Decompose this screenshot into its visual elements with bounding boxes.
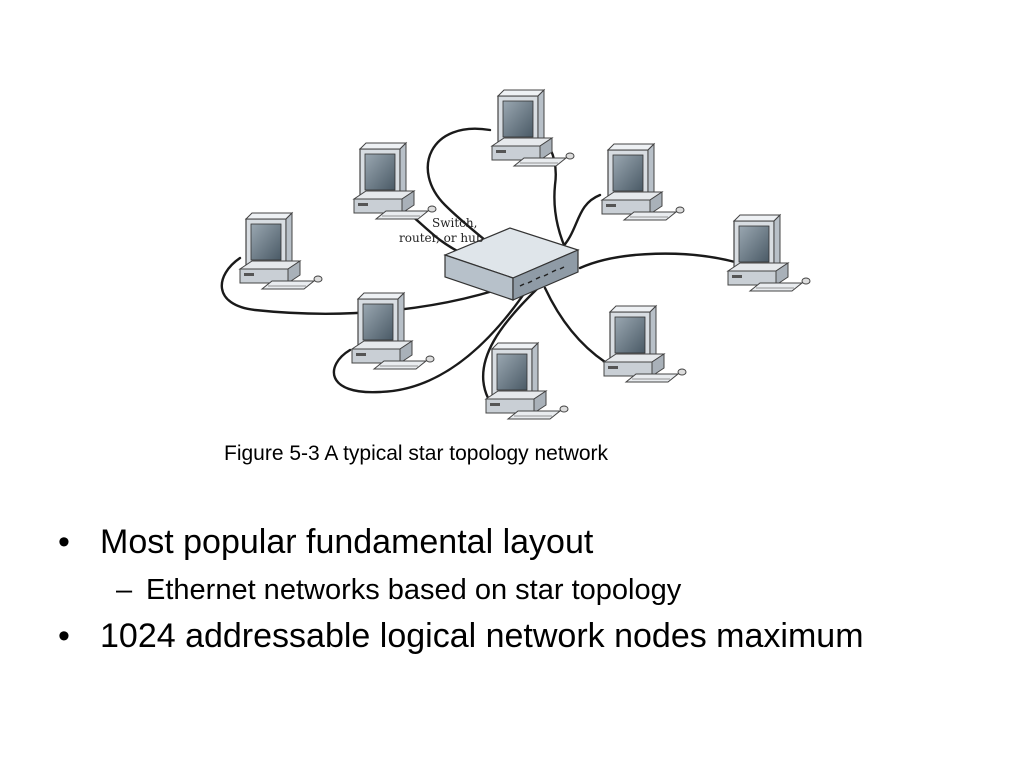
computer-icon [353,142,437,220]
sub-bullet-text: Ethernet networks based on star topology [146,574,682,606]
bullet-item: • 1024 addressable logical network nodes… [58,614,1008,658]
sub-bullet-marker: – [116,574,133,606]
hub-label: Switch, router, or hub [399,216,484,245]
computer-icon [485,342,569,420]
bullet-item: • Most popular fundamental layout [58,520,1008,564]
bullet-marker: • [58,617,70,655]
sub-bullet-item: – Ethernet networks based on star topolo… [58,570,1008,610]
computer-icon [603,305,687,383]
bullet-text: 1024 addressable logical network nodes m… [100,617,864,655]
bullet-list: • Most popular fundamental layout – Ethe… [58,520,1008,658]
computer-icon [727,214,811,292]
switch-router-hub [443,227,580,301]
computer-icon [239,212,323,290]
figure-caption: Figure 5-3 A typical star topology netwo… [224,442,609,465]
bullet-marker: • [58,523,70,561]
computer-icon [351,292,435,370]
computer-icon [601,143,685,221]
computer-icon [491,89,575,167]
bullet-text: Most popular fundamental layout [100,523,594,561]
star-topology-diagram: Switch, router, or hub [220,89,811,420]
